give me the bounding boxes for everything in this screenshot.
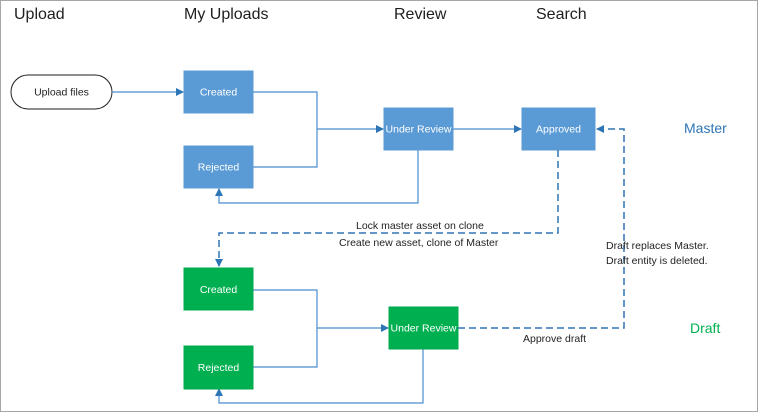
- master-approved-label: Approved: [536, 124, 581, 136]
- master-created-label: Created: [200, 87, 238, 99]
- master-approved-box[interactable]: [521, 107, 596, 151]
- column-header-upload: Upload: [14, 6, 65, 23]
- lane-label-master: Master: [684, 120, 727, 136]
- draft-under-review-box[interactable]: [388, 306, 459, 350]
- master-rejected-label: Rejected: [198, 162, 240, 174]
- annotation-approve-draft: Approve draft: [523, 333, 586, 345]
- draft-created-label: Created: [200, 284, 238, 296]
- connector-draft-created-rejected: [253, 289, 318, 368]
- annotation-create-clone: Create new asset, clone of Master: [339, 237, 499, 249]
- master-created-box[interactable]: [183, 70, 254, 114]
- annotation-draft-replaces: Draft replaces Master.: [606, 240, 709, 252]
- annotation-draft-deleted: Draft entity is deleted.: [606, 255, 708, 267]
- connector-created-rejected: [253, 91, 318, 168]
- column-header-my-uploads: My Uploads: [184, 6, 268, 23]
- master-under-review-box[interactable]: [383, 107, 454, 151]
- master-under-review-label: Under Review: [386, 124, 452, 136]
- draft-rejected-label: Rejected: [198, 362, 240, 374]
- dashed-arrow-draft-replaces-master: [458, 125, 625, 329]
- master-rejected-box[interactable]: [183, 145, 254, 189]
- draft-created-box[interactable]: [183, 267, 254, 311]
- draft-under-review-label: Under Review: [391, 323, 457, 335]
- draft-rejected-box[interactable]: [183, 345, 254, 390]
- column-header-review: Review: [394, 6, 447, 23]
- column-header-search: Search: [536, 6, 587, 23]
- arrow-reject-master: [215, 150, 419, 204]
- upload-files-label: Upload files: [34, 87, 89, 99]
- annotation-lock-master: Lock master asset on clone: [356, 220, 484, 232]
- arrow-reject-draft: [215, 349, 424, 404]
- lane-label-draft: Draft: [690, 320, 720, 336]
